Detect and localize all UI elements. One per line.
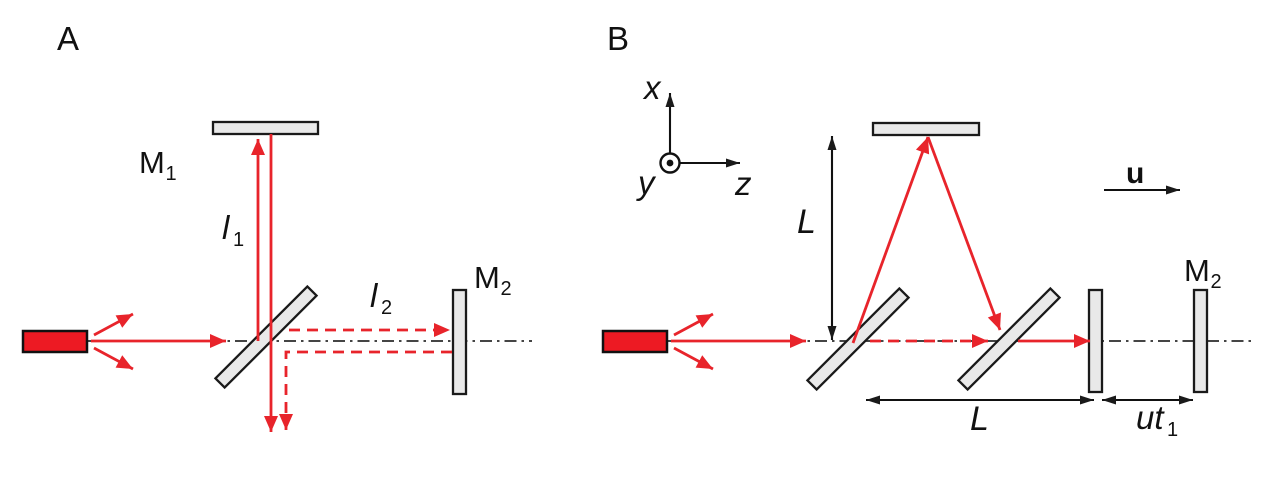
beam-diagonal-up [851, 136, 930, 344]
panel-b: x y z B L L u M 2 ut 1 [601, 20, 1256, 441]
base-length-label: L [970, 400, 989, 438]
mirror-m2-a-label-sub: 2 [501, 278, 512, 300]
mirror-m1-label-sub: 1 [166, 163, 177, 185]
laser-b [601, 329, 669, 354]
mirror-top-b [871, 121, 981, 137]
arm-l1-label-sub: 1 [233, 229, 244, 251]
beam-splitter-a [213, 284, 319, 390]
arm-length-label: L [797, 203, 816, 241]
y-axis-dot-icon [666, 159, 674, 167]
mirror-m2-b-position-t1 [1087, 288, 1104, 394]
axis-z-label: z [734, 165, 752, 202]
beam-splitter-b-initial [805, 286, 911, 392]
mirror-m1 [211, 120, 320, 136]
arm-l1-label: l [222, 209, 231, 246]
ut1-offset-label-sub: 1 [1167, 419, 1178, 441]
divergence-arrow-up-b [673, 312, 714, 337]
ut1-offset-label: ut [1136, 399, 1165, 436]
arm-l2-label-sub: 2 [381, 297, 392, 319]
panel-a: A M 1 l 1 l 2 M 2 [21, 20, 532, 432]
mirror-m2-b [1192, 288, 1209, 394]
divergence-arrow-up-a [93, 312, 134, 337]
beam-diagonal-down [926, 136, 1002, 331]
laser-a [21, 329, 89, 354]
mirror-m2-a-label: M [474, 260, 500, 295]
axis-y-label: y [636, 164, 657, 201]
mirror-m2-b-label: M [1184, 253, 1210, 288]
mirror-m1-label: M [139, 145, 165, 180]
arm-l2-label: l [370, 277, 379, 314]
divergence-arrow-down-b [673, 346, 714, 371]
mirror-m2-b-label-sub: 2 [1211, 271, 1222, 293]
beam-splitter-b-later [956, 286, 1062, 392]
velocity-label: u [1126, 157, 1144, 190]
axis-x-label: x [642, 69, 662, 106]
panel-b-label: B [607, 20, 629, 57]
divergence-arrow-down-a [93, 346, 134, 371]
beam-return-from-m2-dashed [279, 350, 452, 430]
mirror-m2-a [451, 288, 468, 396]
panel-a-label: A [57, 20, 79, 57]
coordinate-frame: x y z [636, 69, 752, 202]
